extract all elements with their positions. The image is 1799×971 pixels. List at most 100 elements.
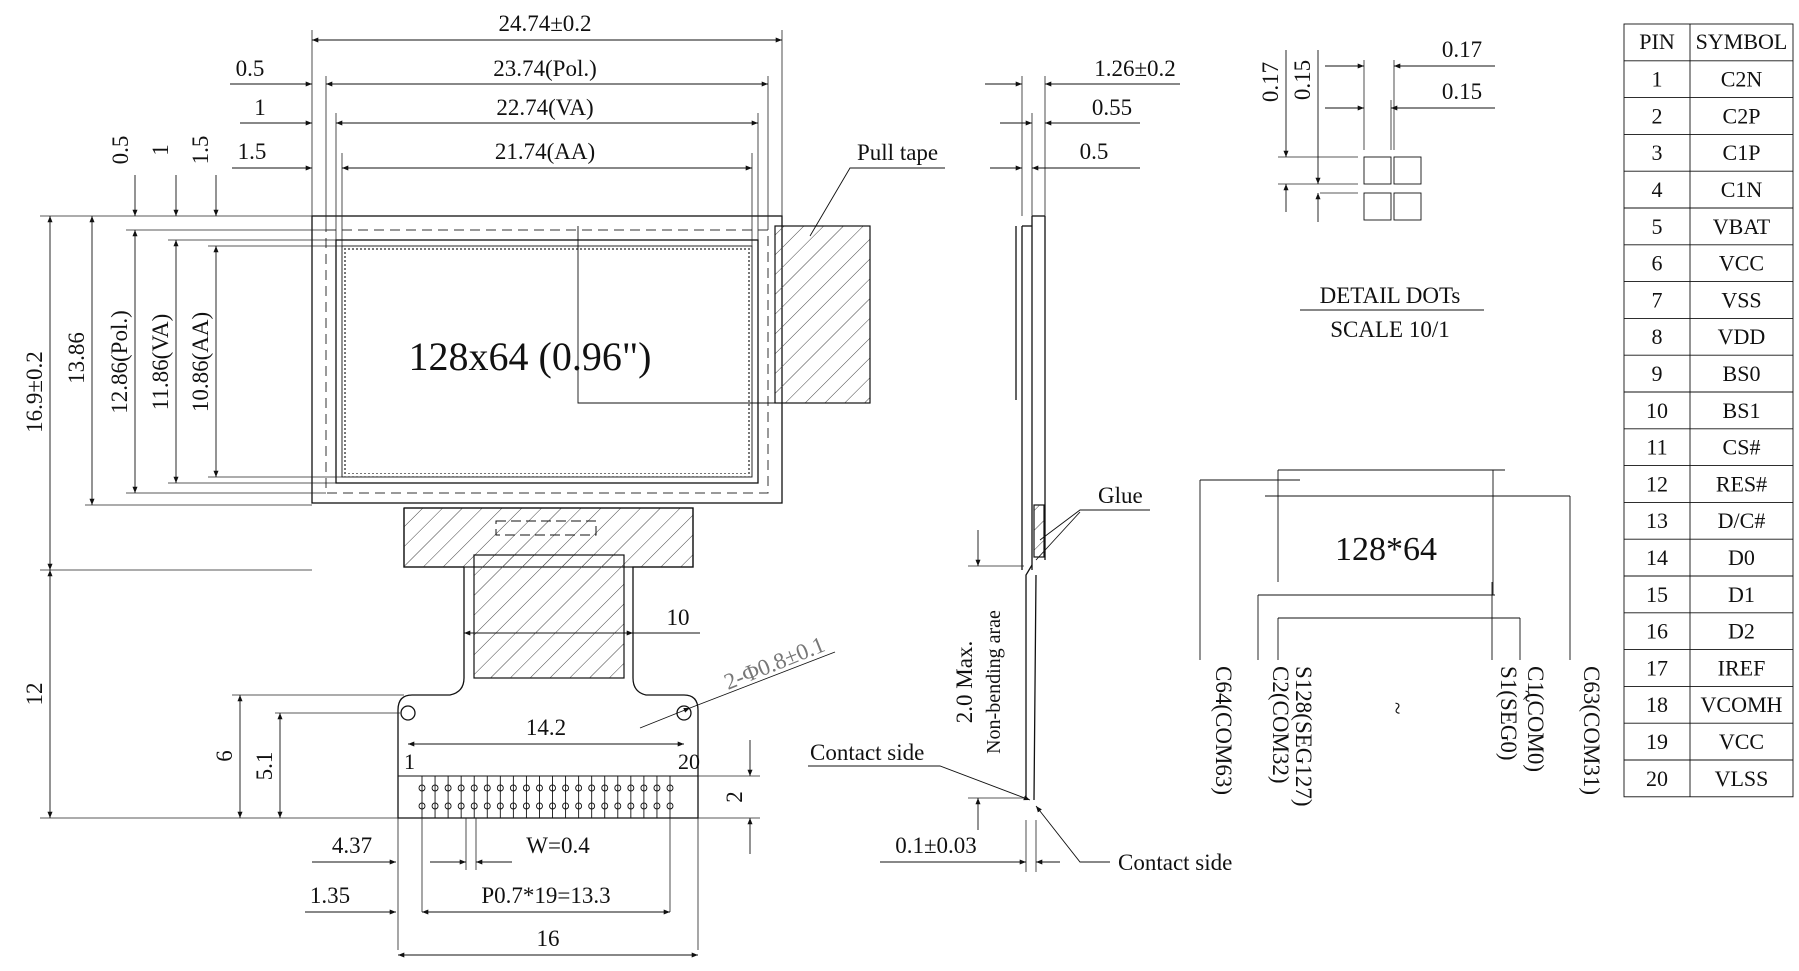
contact-finger bbox=[444, 776, 452, 818]
contact-finger bbox=[653, 776, 661, 818]
pin-number-cell: 14 bbox=[1646, 545, 1668, 570]
detail-dots-title: DETAIL DOTs bbox=[1320, 283, 1461, 308]
dim-top-1: 1 bbox=[148, 144, 173, 156]
pixel-signal-label: C63(COM31) bbox=[1579, 666, 1604, 795]
pin-symbol-cell: VLSS bbox=[1715, 766, 1769, 791]
aa-border-top bbox=[342, 246, 752, 250]
bend-area-max: 2.0 Max. bbox=[952, 641, 977, 723]
dim-dot-v2: 0.15 bbox=[1290, 60, 1315, 100]
dim-offset-1-35: 1.35 bbox=[310, 883, 350, 908]
pin-number-cell: 15 bbox=[1646, 582, 1668, 607]
pull-tape-leader bbox=[809, 167, 945, 237]
dim-dot-h2: 0.15 bbox=[1442, 79, 1482, 104]
front-top-dimensions: 24.74±0.2 23.74(Pol.) 0.5 22.74(VA) 1 21… bbox=[230, 11, 783, 246]
pixel-signal-label: ~ bbox=[1515, 690, 1540, 702]
pin-number-cell: 3 bbox=[1652, 140, 1663, 165]
dim-neck-width: 10 bbox=[667, 605, 690, 630]
viewing-area bbox=[335, 239, 759, 484]
pin-number-cell: 17 bbox=[1646, 655, 1668, 680]
glue-block bbox=[1033, 504, 1045, 558]
pin-symbol-cell: D/C# bbox=[1718, 508, 1766, 533]
contact-side-label-2: Contact side bbox=[1118, 850, 1232, 875]
dim-dot-v1: 0.17 bbox=[1258, 62, 1283, 102]
contact-fingers bbox=[418, 776, 674, 818]
fpc-tail bbox=[397, 677, 699, 819]
pin-number-cell: 7 bbox=[1652, 287, 1663, 312]
pin-header: PIN bbox=[1639, 29, 1675, 54]
side-view: 1.26±0.2 0.55 0.5 Glue 2.0 Max. Non-bend… bbox=[808, 56, 1232, 875]
contact-finger bbox=[614, 776, 622, 818]
dim-top-0-5: 0.5 bbox=[108, 136, 133, 165]
contact-finger bbox=[496, 776, 504, 818]
pin-symbol-cell: VCC bbox=[1719, 251, 1764, 276]
detail-dots: 0.17 0.15 0.17 0.15 DETAIL DOTs SCALE 10… bbox=[1258, 37, 1495, 342]
contact-finger bbox=[627, 776, 635, 818]
pin-symbol-cell: VCOMH bbox=[1701, 692, 1783, 717]
dim-contact-height: 2 bbox=[722, 791, 747, 803]
pin-number-cell: 1 bbox=[1652, 67, 1663, 92]
detail-dots-scale: SCALE 10/1 bbox=[1330, 317, 1449, 342]
pin-number-cell: 2 bbox=[1652, 103, 1663, 128]
pin-number-cell: 12 bbox=[1646, 471, 1668, 496]
pin-20-label: 20 bbox=[678, 749, 700, 774]
contact-finger bbox=[470, 776, 478, 818]
pin-number-cell: 13 bbox=[1646, 508, 1668, 533]
dim-5-1: 5.1 bbox=[252, 752, 277, 781]
pin-number-cell: 5 bbox=[1652, 214, 1663, 239]
pin-symbol-cell: C2N bbox=[1721, 67, 1763, 92]
dim-fpc-thickness: 0.1±0.03 bbox=[895, 833, 977, 858]
side-fpc bbox=[1025, 564, 1037, 801]
dim-offset-aa: 1.5 bbox=[238, 139, 267, 164]
pin-symbol-cell: RES# bbox=[1716, 471, 1767, 496]
pin-symbol-cell: C1N bbox=[1721, 177, 1763, 202]
pin-number-cell: 6 bbox=[1652, 251, 1663, 276]
pixel-signal-label: C64(COM63) bbox=[1211, 666, 1236, 795]
dim-offset-va: 1 bbox=[254, 95, 266, 120]
pin-symbol-cell: BS1 bbox=[1723, 398, 1761, 423]
pixel-signal-label: C2(COM32) bbox=[1268, 666, 1293, 784]
pin-symbol-cell: D2 bbox=[1728, 619, 1755, 644]
pull-tape-edge bbox=[577, 226, 775, 404]
dim-side-thickness: 1.26±0.2 bbox=[1094, 56, 1176, 81]
contact-finger bbox=[549, 776, 556, 818]
contact-finger bbox=[431, 776, 439, 818]
pixel-map-label: 128*64 bbox=[1335, 531, 1437, 568]
dim-offset-4-37: 4.37 bbox=[332, 833, 372, 858]
front-left-dimensions: 16.9±0.2 12 13.86 12.86(Pol.) 11.86(VA) … bbox=[22, 136, 398, 819]
contact-finger bbox=[457, 776, 465, 818]
pin-symbol-cell: VCC bbox=[1719, 729, 1764, 754]
contact-finger bbox=[562, 776, 570, 818]
contact-finger bbox=[575, 776, 583, 818]
pin-symbol-cell: VBAT bbox=[1713, 214, 1771, 239]
pin-number-cell: 9 bbox=[1652, 361, 1663, 386]
contact-finger bbox=[640, 776, 648, 818]
pin-number-cell: 19 bbox=[1646, 729, 1668, 754]
aa-border-right bbox=[748, 246, 752, 477]
pin-number-cell: 18 bbox=[1646, 692, 1668, 717]
bend-area-label: Non-bending arae bbox=[983, 610, 1005, 754]
pixel-signal-label: C1(COM0) bbox=[1523, 666, 1548, 772]
dim-dot-h1: 0.17 bbox=[1442, 37, 1482, 62]
contact-side-label-1: Contact side bbox=[810, 740, 924, 765]
dim-va-height: 11.86(VA) bbox=[148, 314, 173, 410]
dim-6: 6 bbox=[212, 750, 237, 762]
pin-symbol-cell: CS# bbox=[1723, 435, 1761, 460]
pin-number-cell: 16 bbox=[1646, 619, 1668, 644]
dim-offset-pol: 0.5 bbox=[236, 56, 265, 81]
dim-side-0-55: 0.55 bbox=[1092, 95, 1132, 120]
dim-pol-height: 12.86(Pol.) bbox=[107, 310, 132, 414]
pin-number-cell: 10 bbox=[1646, 398, 1668, 423]
contact-finger bbox=[666, 776, 674, 818]
dim-pad-width: W=0.4 bbox=[526, 833, 590, 858]
pin-1-label: 1 bbox=[404, 749, 415, 774]
contact-finger bbox=[588, 776, 596, 818]
pin-symbol-cell: D1 bbox=[1728, 582, 1755, 607]
pull-tape bbox=[774, 225, 871, 404]
pixel-signal-label: S128(SEG127) bbox=[1291, 666, 1316, 807]
pin-symbol-cell: VDD bbox=[1718, 324, 1766, 349]
pixel-signal-label: ~ bbox=[1385, 702, 1410, 714]
dim-side-0-5: 0.5 bbox=[1080, 139, 1109, 164]
glue-label: Glue bbox=[1098, 483, 1143, 508]
dim-overall-height: 16.9±0.2 bbox=[22, 351, 47, 433]
